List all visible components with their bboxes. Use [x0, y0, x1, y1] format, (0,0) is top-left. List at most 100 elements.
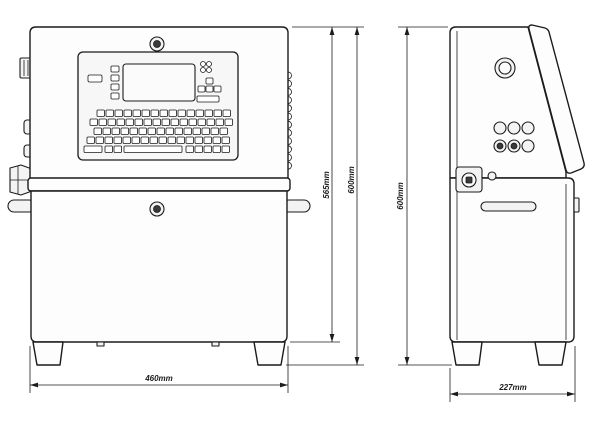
keyboard-key	[120, 127, 129, 135]
keyboard-key	[167, 136, 176, 144]
port-core	[496, 142, 504, 150]
keyboard-key	[140, 136, 149, 144]
side-handle-slot	[480, 201, 537, 212]
keyboard-key	[159, 109, 168, 117]
keyboard-key	[212, 145, 221, 153]
width-dimension: 460mm	[29, 346, 289, 393]
arrow-key-down	[205, 85, 214, 93]
keyboard-key	[210, 127, 219, 135]
keyboard-key	[183, 127, 192, 135]
front-view: 460mm 565mm 600mm	[7, 26, 364, 393]
keyboard-key	[212, 136, 221, 144]
keyboard-key	[110, 74, 120, 82]
side-control-panel	[528, 24, 585, 174]
keyboard-key	[158, 136, 167, 144]
control-panel	[77, 51, 239, 161]
body-height-label: 565mm	[322, 171, 331, 199]
keyboard-key	[114, 109, 123, 117]
keyboard-key	[221, 136, 230, 144]
keyboard-key	[95, 136, 104, 144]
keyboard	[83, 109, 233, 153]
indicator-light	[200, 61, 206, 67]
side-port-grid	[493, 121, 535, 153]
knob-inner	[498, 61, 512, 75]
keyboard-key	[123, 109, 132, 117]
keyboard-key	[134, 118, 143, 126]
keyboard-key	[206, 118, 215, 126]
vent-slot	[287, 137, 292, 145]
wide-key	[196, 95, 220, 103]
side-height-dimension: 600mm	[396, 26, 452, 366]
front-right-foot	[253, 341, 286, 366]
lower-door-lock	[149, 201, 165, 217]
side-vents	[287, 71, 292, 170]
keyboard-key	[201, 127, 210, 135]
vent-slot	[287, 104, 292, 113]
keyboard-key	[192, 127, 201, 135]
space-bar	[123, 145, 183, 153]
front-left-foot	[32, 341, 64, 366]
keyboard-key	[186, 109, 195, 117]
port	[493, 121, 507, 135]
keyboard-key	[110, 92, 120, 100]
keyboard-key	[161, 118, 170, 126]
keyboard-key	[131, 136, 140, 144]
vent-slot	[287, 79, 292, 88]
indicator-lights	[200, 61, 212, 73]
keyboard-key	[185, 136, 194, 144]
arrow-key-right	[213, 85, 222, 93]
rear-tab	[573, 197, 580, 213]
keyboard-key	[125, 118, 134, 126]
side-view: 600mm 227mm	[396, 24, 585, 402]
vent-slot	[287, 153, 292, 162]
keyboard-key	[147, 127, 156, 135]
arrow-key-left	[197, 85, 206, 93]
keyboard-key	[194, 136, 203, 144]
keyboard-key	[176, 136, 185, 144]
keyboard-key	[143, 118, 152, 126]
keyboard-key	[122, 136, 131, 144]
port	[507, 121, 521, 135]
function-key	[87, 74, 103, 83]
keyboard-key	[110, 83, 120, 91]
keyboard-key	[222, 109, 231, 117]
side-lower-body	[449, 177, 575, 343]
lock-core	[153, 205, 161, 213]
keyboard-key	[141, 109, 150, 117]
keyboard-key	[104, 145, 113, 153]
enter-key	[83, 145, 103, 153]
bottom-tab-left	[96, 341, 105, 347]
screen-side-keys	[110, 65, 120, 100]
upper-door-lock	[149, 36, 165, 52]
vent-slot	[287, 88, 292, 96]
left-connector-top	[19, 57, 33, 79]
arrow-key-cluster	[196, 77, 222, 103]
keyboard-key	[165, 127, 174, 135]
keyboard-key	[102, 127, 111, 135]
keyboard-key	[116, 118, 125, 126]
side-rear-foot	[534, 341, 567, 366]
port-core	[510, 142, 518, 150]
keyboard-key	[219, 127, 228, 135]
width-label: 460mm	[144, 374, 173, 383]
keyboard-key	[156, 127, 165, 135]
keyboard-key	[179, 118, 188, 126]
height-dimensions: 565mm 600mm	[286, 26, 364, 366]
side-front-foot	[451, 341, 483, 366]
keyboard-key	[185, 145, 194, 153]
indicator-light	[200, 67, 206, 73]
keyboard-key	[89, 118, 98, 126]
side-indicator	[487, 171, 497, 181]
connector-pin	[465, 176, 473, 184]
side-height-label: 600mm	[396, 182, 405, 210]
keyboard-key	[105, 109, 114, 117]
vent-slot	[287, 120, 292, 129]
port	[521, 121, 535, 135]
depth-dimension: 227mm	[449, 346, 576, 402]
keyboard-key	[203, 136, 212, 144]
keyboard-key	[197, 118, 206, 126]
keyboard-key	[104, 136, 113, 144]
keyboard-key	[170, 118, 179, 126]
keyboard-key	[224, 118, 233, 126]
